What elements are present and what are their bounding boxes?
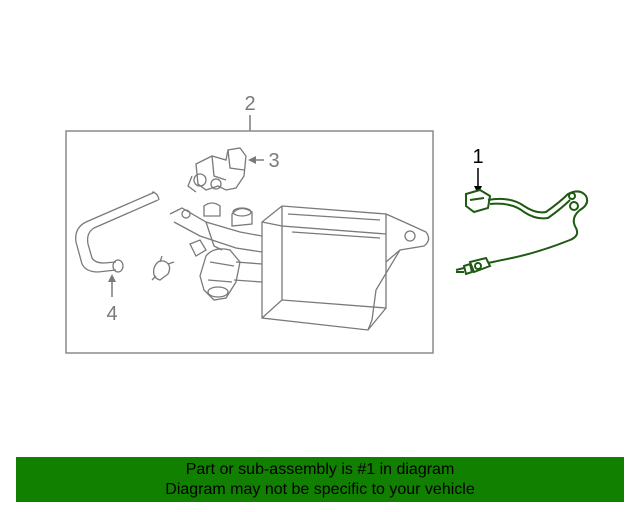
sensor-part-1 bbox=[455, 188, 589, 276]
parts-diagram: 2 4 3 bbox=[65, 93, 589, 354]
banner-line-2: Diagram may not be specific to your vehi… bbox=[165, 481, 475, 498]
callout-3-label: 3 bbox=[268, 150, 279, 172]
callout-3-arrow bbox=[248, 156, 256, 164]
assembly-frame bbox=[65, 130, 434, 354]
clip bbox=[151, 255, 175, 281]
valve-part-3 bbox=[187, 147, 247, 193]
callout-4-label: 4 bbox=[106, 303, 117, 325]
banner-line-1: Part or sub-assembly is #1 in diagram bbox=[185, 461, 455, 478]
info-banner: Part or sub-assembly is #1 in diagram Di… bbox=[16, 457, 624, 502]
callout-4-arrow bbox=[108, 274, 116, 282]
canister-assembly bbox=[169, 202, 430, 331]
callout-1-label: 1 bbox=[472, 146, 483, 168]
callout-2-label: 2 bbox=[244, 93, 255, 115]
hose-part-4 bbox=[75, 191, 160, 273]
